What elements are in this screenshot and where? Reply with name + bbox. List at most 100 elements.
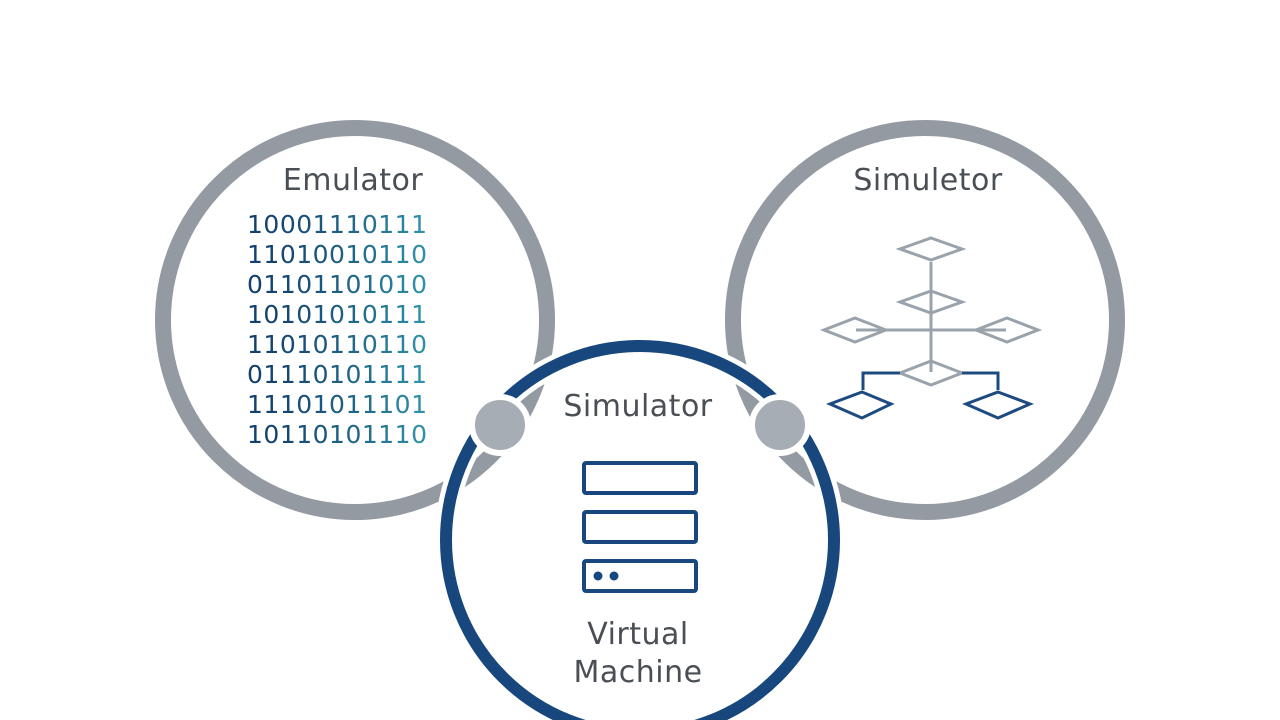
simulator-title: Simulator <box>563 389 713 424</box>
binary-digit: 0 <box>345 270 362 299</box>
binary-digit: 0 <box>361 330 379 359</box>
binary-digit: 1 <box>361 360 379 389</box>
binary-digit: 0 <box>247 270 264 299</box>
binary-digit: 1 <box>279 360 297 389</box>
binary-digit: 1 <box>361 420 379 449</box>
binary-digit: 0 <box>279 330 297 359</box>
binary-digit: 0 <box>361 300 379 329</box>
binary-digit: 1 <box>247 330 264 359</box>
binary-digit: 1 <box>263 270 280 299</box>
binary-digit: 1 <box>296 240 313 269</box>
binary-digit: 1 <box>411 390 428 419</box>
binary-digit: 1 <box>296 330 313 359</box>
binary-digit: 0 <box>411 420 428 449</box>
binary-row: 11010110110 <box>247 330 447 360</box>
binary-digit: 1 <box>394 330 412 359</box>
binary-digit: 0 <box>279 210 297 239</box>
binary-digit: 1 <box>394 270 412 299</box>
binary-digit: 1 <box>411 300 428 329</box>
binary-digit: 1 <box>394 360 412 389</box>
binary-digit: 1 <box>263 390 280 419</box>
binary-digit: 0 <box>279 240 297 269</box>
emulator-circle <box>155 120 555 520</box>
binary-row: 11010010110 <box>247 240 447 270</box>
binary-digit: 0 <box>312 240 330 269</box>
binary-digit: 1 <box>345 390 362 419</box>
binary-digit: 1 <box>312 270 330 299</box>
binary-digit: 0 <box>394 390 412 419</box>
binary-digit: 1 <box>378 300 395 329</box>
binary-digit: 0 <box>345 360 362 389</box>
binary-digit: 1 <box>378 240 395 269</box>
virtual-machine-caption-line1: Virtual <box>587 617 689 652</box>
binary-digit: 0 <box>296 210 313 239</box>
binary-digit: 0 <box>296 390 313 419</box>
binary-digit: 1 <box>247 240 264 269</box>
binary-digit: 0 <box>345 420 362 449</box>
binary-digit: 0 <box>296 270 313 299</box>
binary-digit: 1 <box>279 270 297 299</box>
binary-digit: 1 <box>345 210 362 239</box>
binary-digit: 1 <box>394 240 412 269</box>
connector-dot-icon <box>469 394 531 456</box>
flowchart-diamonds-icon <box>819 236 1043 420</box>
binary-digit: 1 <box>378 210 395 239</box>
binary-digit: 1 <box>329 420 346 449</box>
binary-row: 01110101111 <box>247 360 447 390</box>
binary-digit: 1 <box>329 270 346 299</box>
binary-digit: 1 <box>411 210 428 239</box>
binary-digit: 0 <box>411 330 428 359</box>
binary-digit: 1 <box>378 360 395 389</box>
binary-digit: 0 <box>263 300 280 329</box>
binary-digit: 1 <box>361 270 379 299</box>
binary-digit: 0 <box>329 390 346 419</box>
binary-digit: 1 <box>263 360 280 389</box>
binary-digit: 0 <box>263 210 280 239</box>
virtual-machine-caption-line2: Machine <box>573 655 703 690</box>
binary-digit: 1 <box>247 210 264 239</box>
binary-digit: 1 <box>263 240 280 269</box>
binary-digit: 1 <box>394 300 412 329</box>
binary-digit: 1 <box>361 390 379 419</box>
binary-digit: 1 <box>279 390 297 419</box>
binary-digit: 0 <box>312 420 330 449</box>
binary-digit: 1 <box>394 420 412 449</box>
binary-row: 10101010111 <box>247 300 447 330</box>
binary-digit: 0 <box>411 270 428 299</box>
binary-digit: 0 <box>312 330 330 359</box>
simuletor-circle <box>725 120 1125 520</box>
binary-digit: 1 <box>247 390 264 419</box>
binary-digit: 1 <box>329 330 346 359</box>
simuletor-title: Simuletor <box>853 163 1003 198</box>
binary-digit: 0 <box>411 240 428 269</box>
simulator-circle <box>440 340 840 720</box>
connector-dot-icon <box>749 394 811 456</box>
binary-digit: 1 <box>329 360 346 389</box>
binary-digit: 1 <box>378 390 395 419</box>
binary-digit: 0 <box>296 300 313 329</box>
binary-digit: 0 <box>378 270 395 299</box>
binary-row: 10001110111 <box>247 210 447 240</box>
binary-digit: 0 <box>361 240 379 269</box>
binary-digit: 1 <box>345 300 362 329</box>
binary-digit: 1 <box>394 210 412 239</box>
binary-digit: 0 <box>361 210 379 239</box>
binary-digit: 1 <box>312 390 330 419</box>
binary-digit: 1 <box>279 300 297 329</box>
binary-digit: 1 <box>345 330 362 359</box>
binary-digit: 0 <box>329 300 346 329</box>
binary-digit: 1 <box>263 330 280 359</box>
binary-digit: 1 <box>329 210 346 239</box>
binary-digit: 1 <box>378 330 395 359</box>
emulator-title: Emulator <box>282 163 424 198</box>
binary-digit: 0 <box>312 360 330 389</box>
binary-digit: 1 <box>312 300 330 329</box>
binary-digit: 1 <box>378 420 395 449</box>
binary-row: 11101011101 <box>247 390 447 420</box>
binary-digit: 1 <box>312 210 330 239</box>
binary-digit: 1 <box>296 360 313 389</box>
binary-digit: 1 <box>247 420 264 449</box>
binary-digit: 1 <box>296 420 313 449</box>
